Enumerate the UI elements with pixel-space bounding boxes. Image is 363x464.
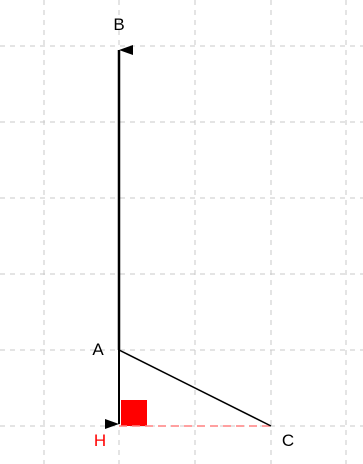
label-point-b: B <box>113 15 124 34</box>
right-angle-marker <box>121 400 147 426</box>
label-point-h: H <box>94 431 106 450</box>
label-point-c: C <box>282 431 294 450</box>
label-point-a: A <box>92 340 104 359</box>
segment-ac <box>118 349 272 427</box>
